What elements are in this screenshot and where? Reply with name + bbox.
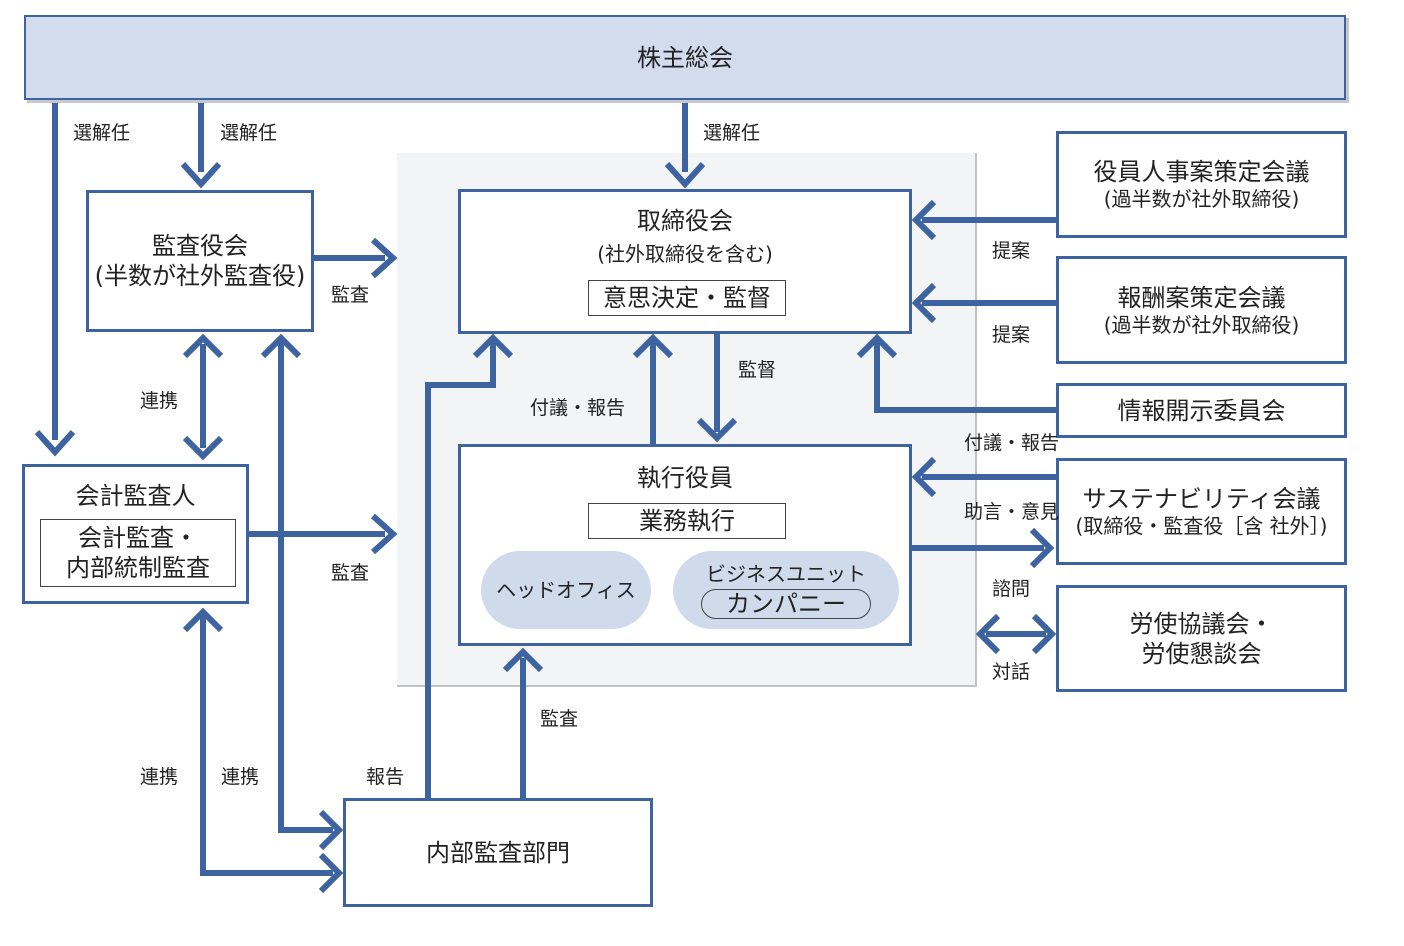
arrowhead [370,237,398,279]
nomination-sub: (過半数が社外取締役) [1103,187,1300,211]
executive-title: 執行役員 [637,464,733,492]
business-unit-label: ビジネスユニット [706,561,866,586]
executive-role: 業務執行 [588,503,786,539]
head-office: ヘッドオフィス [481,551,651,629]
sustainability-sub: (取締役・監査役［含 社外］) [1075,514,1328,538]
arrowhead [664,161,706,189]
accounting-auditor-title: 会計監査人 [75,482,196,510]
accounting-auditor-role-line1: 会計監査・ [78,524,198,552]
label-proposal-report-exec: 付議・報告 [530,397,626,419]
disclosure-committee: 情報開示委員会 [1056,383,1347,438]
label-internal-audit-exec: 監査 [540,708,579,730]
arrowhead [911,282,937,324]
arrowhead [1031,613,1057,655]
connector-accounting-internal-audit [200,614,333,876]
label-audit-board-audit: 監査 [331,284,370,306]
disclosure-label: 情報開示委員会 [1117,396,1286,425]
connector-audit-board-internal-audit [278,342,333,833]
compensation-title: 報酬案策定会議 [1117,283,1286,312]
labor-line1: 労使協議会・ [1129,609,1274,638]
arrowhead [180,161,222,189]
internal-audit-label: 内部監査部門 [426,838,570,867]
audit-board-title: 監査役会 [152,232,248,260]
board-of-directors: 取締役会 (社外取締役を含む) 意思決定・監督 [458,189,912,334]
arrowhead [318,852,344,894]
arrowhead [260,333,302,359]
nomination-committee: 役員人事案策定会議 (過半数が社外取締役) [1056,131,1347,238]
label-cooperation-2: 連携 [140,766,179,788]
head-office-label: ヘッドオフィス [496,577,636,602]
connector-internal-audit-board [425,342,496,800]
nomination-title: 役員人事案策定会議 [1093,158,1310,186]
business-unit: ビジネスユニット カンパニー [673,551,899,629]
label-consult: 諮問 [992,578,1031,600]
arrowhead [696,417,738,443]
board-title: 取締役会 [637,207,733,235]
arrowhead [632,333,674,359]
label-supervision: 監督 [738,359,777,381]
labor-council: 労使協議会・ 労使懇談会 [1056,585,1347,692]
audit-board-sub: (半数が社外監査役) [94,262,306,290]
internal-audit-dept: 内部監査部門 [343,798,653,907]
audit-board: 監査役会 (半数が社外監査役) [86,190,314,332]
arrowhead [34,429,76,457]
arrowhead [502,647,544,673]
arrowhead [182,435,224,461]
executive-officers: 執行役員 業務執行 ヘッドオフィス ビジネスユニット カンパニー [458,444,912,646]
sustainability-title: サステナビリティ会議 [1082,485,1321,513]
label-elect-audit-board: 選解任 [220,122,278,144]
label-proposal-2: 提案 [992,324,1031,346]
board-sub: (社外取締役を含む) [597,242,773,266]
label-accounting-audit: 監査 [331,562,370,584]
company-label: カンパニー [701,588,871,619]
labor-line2: 労使懇談会 [1141,639,1262,668]
label-report: 報告 [366,766,405,788]
label-cooperation-3: 連携 [221,766,260,788]
accounting-auditor-role-line2: 内部統制監査 [66,554,210,582]
arrowhead [1029,527,1055,569]
arrowhead [370,513,398,555]
arrowhead [182,333,224,359]
shareholders-meeting-label: 株主総会 [637,43,733,72]
compensation-sub: (過半数が社外取締役) [1103,312,1300,337]
compensation-committee: 報酬案策定会議 (過半数が社外取締役) [1056,256,1347,364]
arrowhead [472,333,514,359]
sustainability-council: サステナビリティ会議 (取締役・監査役［含 社外］) [1056,458,1347,565]
board-role: 意思決定・監督 [588,280,786,316]
arrowhead [911,456,937,498]
label-proposal-report-disclosure: 付議・報告 [964,432,1060,454]
label-advice: 助言・意見 [964,501,1060,523]
label-elect-board: 選解任 [703,122,761,144]
arrowhead [318,809,344,851]
arrowhead [975,613,1001,655]
arrowhead [182,607,224,633]
label-dialogue: 対話 [992,661,1031,683]
label-proposal-1: 提案 [992,240,1031,262]
accounting-auditor-role: 会計監査・ 内部統制監査 [40,519,236,587]
connector-disclosure-board [874,342,1056,413]
shareholders-meeting: 株主総会 [24,15,1346,100]
arrowhead [856,333,898,359]
label-cooperation-1: 連携 [140,390,179,412]
label-elect-accounting: 選解任 [73,122,131,144]
arrowhead [911,199,937,241]
accounting-auditor: 会計監査人 会計監査・ 内部統制監査 [22,464,249,604]
